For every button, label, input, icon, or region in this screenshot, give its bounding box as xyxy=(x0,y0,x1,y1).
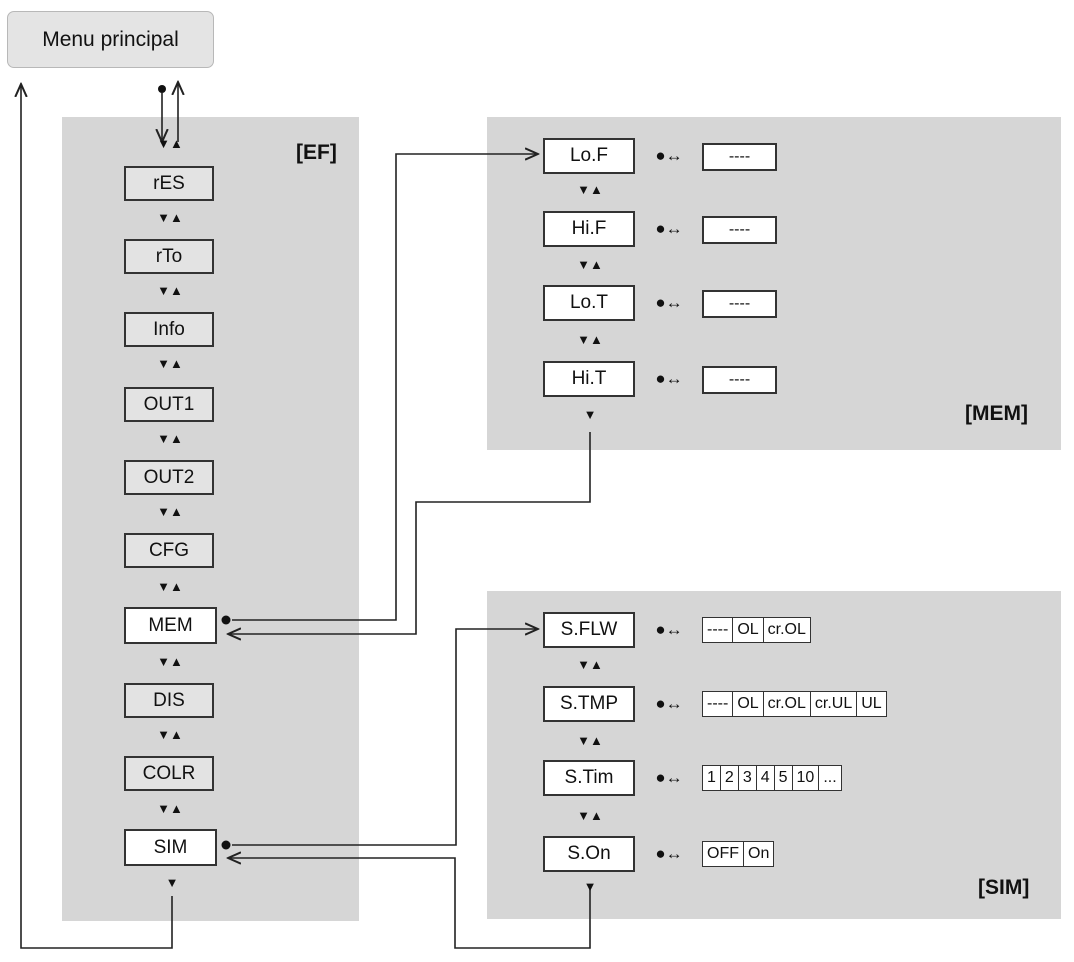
mem-nav-arrow: ▼▲ xyxy=(577,332,603,347)
mem-item-lof[interactable]: Lo.F xyxy=(543,138,635,174)
main-menu-button[interactable]: Menu principal xyxy=(7,11,214,68)
mem-dot-arrow: ●↔ xyxy=(655,293,683,312)
mem-value-hit: ---- xyxy=(702,366,777,394)
sim-nav-arrow: ▼▲ xyxy=(577,733,603,748)
sim-option[interactable]: cr.OL xyxy=(767,621,806,638)
sim-title: [SIM] xyxy=(978,876,1030,899)
sim-option[interactable]: 3 xyxy=(739,766,757,790)
sim-item-stim[interactable]: S.Tim xyxy=(543,760,635,796)
sim-option[interactable]: 1 xyxy=(703,766,721,790)
ef-nav-arrow: ▼▲ xyxy=(157,504,183,519)
sim-option[interactable]: 5 xyxy=(775,766,793,790)
sim-item-stmp[interactable]: S.TMP xyxy=(543,686,635,722)
sim-dot-arrow: ●↔ xyxy=(655,620,683,639)
ef-nav-arrow: ▼▲ xyxy=(157,431,183,446)
ef-nav-arrow: ▼▲ xyxy=(157,801,183,816)
sim-option[interactable]: cr.OL xyxy=(764,692,811,716)
mem-dot-arrow: ●↔ xyxy=(655,219,683,238)
sim-option[interactable]: OL xyxy=(733,692,764,716)
ef-item-dis[interactable]: DIS xyxy=(124,683,214,718)
ef-nav-arrow: ▼▲ xyxy=(157,579,183,594)
ef-nav-arrow-top: ▼▲ xyxy=(157,136,183,151)
sim-option[interactable]: cr.UL xyxy=(811,692,858,716)
sim-dot-arrow: ●↔ xyxy=(655,844,683,863)
sim-item-son[interactable]: S.On xyxy=(543,836,635,872)
sim-option[interactable]: ---- xyxy=(703,618,734,642)
sim-options-stim: 1 2 3 4 5 10 ... xyxy=(702,765,842,791)
sim-dot-arrow: ●↔ xyxy=(655,694,683,713)
ef-title: [EF] xyxy=(296,141,337,164)
sim-options-sflw: ---- OL cr.OL xyxy=(702,617,811,643)
ef-nav-arrow: ▼▲ xyxy=(157,654,183,669)
mem-item-hif[interactable]: Hi.F xyxy=(543,211,635,247)
sim-item-sflw[interactable]: S.FLW xyxy=(543,612,635,648)
ef-nav-arrow: ▼▲ xyxy=(157,356,183,371)
sim-options-stmp: ---- OL cr.OL cr.UL UL xyxy=(702,691,887,717)
sim-nav-arrow-down: ▼ xyxy=(583,879,597,894)
ef-item-out1[interactable]: OUT1 xyxy=(124,387,214,422)
sim-option[interactable]: On xyxy=(748,845,770,862)
sim-options-son: OFF On xyxy=(702,841,775,867)
mem-value-hif: ---- xyxy=(702,216,777,244)
ef-item-info[interactable]: Info xyxy=(124,312,214,347)
mem-item-lot[interactable]: Lo.T xyxy=(543,285,635,321)
sim-option[interactable]: OFF xyxy=(703,842,744,866)
sim-nav-arrow: ▼▲ xyxy=(577,808,603,823)
mem-value-lot: ---- xyxy=(702,290,777,318)
ef-nav-arrow-down: ▼ xyxy=(165,875,179,890)
sim-option[interactable]: 2 xyxy=(721,766,739,790)
mem-dot-arrow: ●↔ xyxy=(655,146,683,165)
sim-option[interactable]: 4 xyxy=(757,766,775,790)
sim-option[interactable]: UL xyxy=(861,695,882,712)
ef-item-res[interactable]: rES xyxy=(124,166,214,201)
ef-item-out2[interactable]: OUT2 xyxy=(124,460,214,495)
ef-item-cfg[interactable]: CFG xyxy=(124,533,214,568)
sim-option[interactable]: ---- xyxy=(703,692,734,716)
sim-option[interactable]: OL xyxy=(733,618,764,642)
mem-title: [MEM] xyxy=(965,402,1028,425)
mem-dot-arrow: ●↔ xyxy=(655,369,683,388)
mem-nav-arrow-down: ▼ xyxy=(583,407,597,422)
ef-nav-arrow: ▼▲ xyxy=(157,283,183,298)
mem-nav-arrow: ▼▲ xyxy=(577,182,603,197)
mem-item-hit[interactable]: Hi.T xyxy=(543,361,635,397)
mem-value-lof: ---- xyxy=(702,143,777,171)
ef-nav-arrow: ▼▲ xyxy=(157,210,183,225)
mem-nav-arrow: ▼▲ xyxy=(577,257,603,272)
ef-item-mem[interactable]: MEM xyxy=(124,607,217,644)
sim-dot-arrow: ●↔ xyxy=(655,768,683,787)
sim-option[interactable]: 10 xyxy=(793,766,820,790)
ef-item-rto[interactable]: rTo xyxy=(124,239,214,274)
sim-option[interactable]: ... xyxy=(823,769,837,786)
ef-item-sim[interactable]: SIM xyxy=(124,829,217,866)
sim-nav-arrow: ▼▲ xyxy=(577,657,603,672)
ef-item-colr[interactable]: COLR xyxy=(124,756,214,791)
ef-nav-arrow: ▼▲ xyxy=(157,727,183,742)
